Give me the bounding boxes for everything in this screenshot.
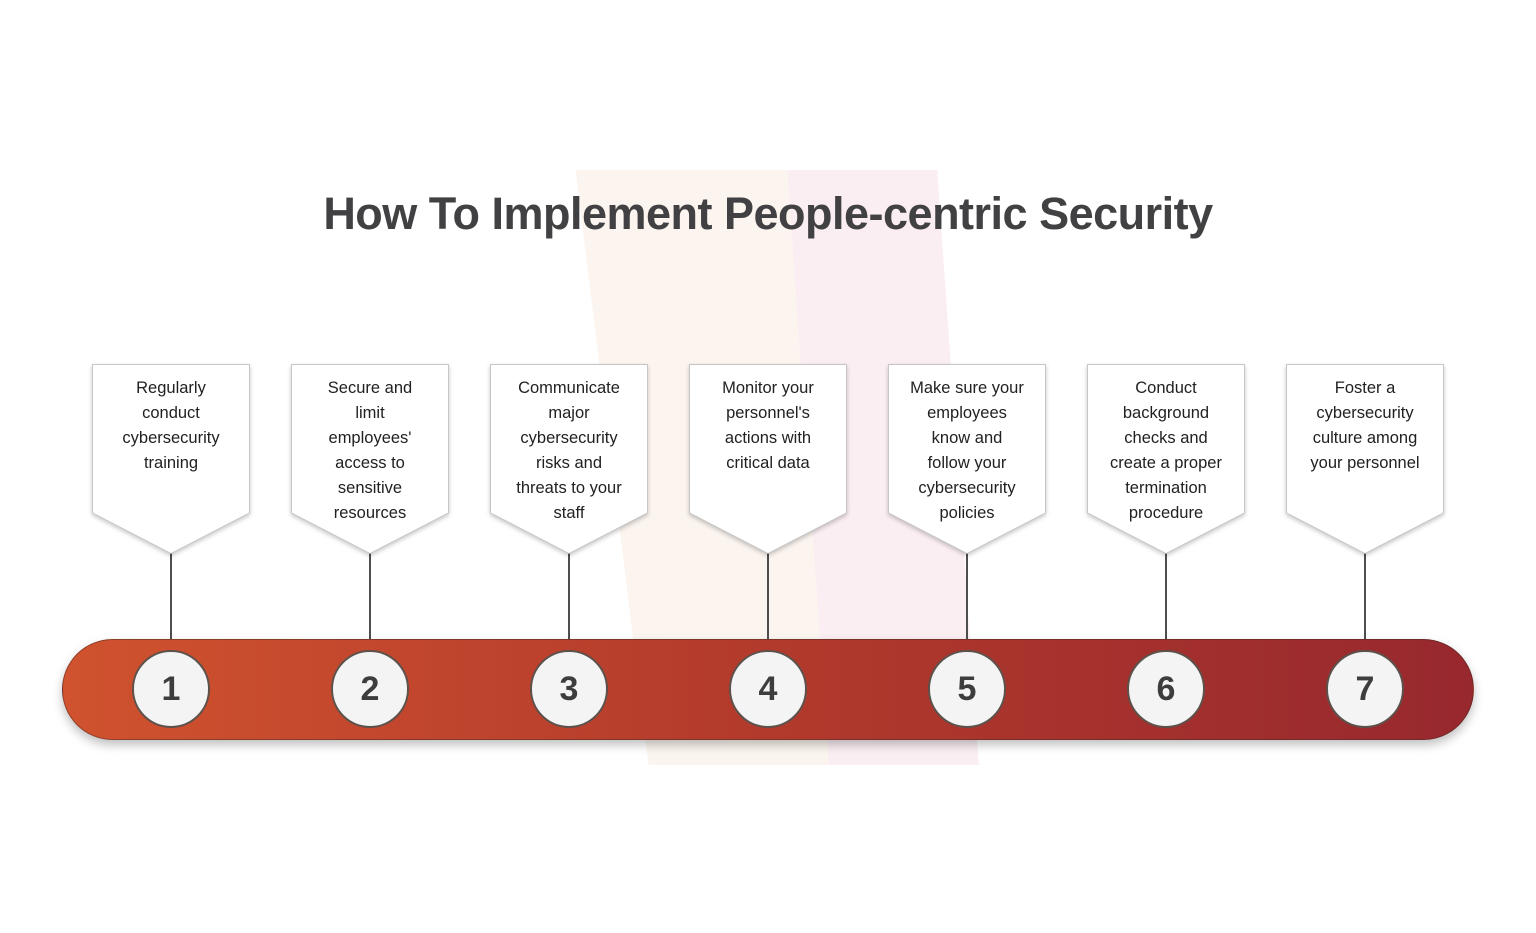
step-number-circle: 5	[928, 650, 1006, 728]
step-number: 1	[161, 669, 181, 708]
step-item: Regularly conduct cybersecurity training…	[92, 364, 250, 740]
step-label: Foster a cybersecurity culture among you…	[1310, 379, 1420, 472]
step-item: Foster a cybersecurity culture among you…	[1286, 364, 1444, 740]
step-item: Monitor your personnel's actions with cr…	[689, 364, 847, 740]
step-label: Regularly conduct cybersecurity training	[122, 379, 220, 472]
step-banner: Conduct background checks and create a p…	[1087, 364, 1245, 554]
step-number-circle: 3	[530, 650, 608, 728]
step-number-circle: 1	[132, 650, 210, 728]
step-banner: Monitor your personnel's actions with cr…	[689, 364, 847, 554]
step-number: 4	[758, 669, 778, 708]
connector-line	[767, 550, 769, 645]
banner-fill: Foster a cybersecurity culture among you…	[1287, 365, 1443, 553]
step-number-circle: 7	[1326, 650, 1404, 728]
step-number-circle: 4	[729, 650, 807, 728]
step-label: Secure and limit employees' access to se…	[327, 379, 413, 522]
connector-line	[568, 550, 570, 645]
step-banner: Make sure your employees know and follow…	[888, 364, 1046, 554]
connector-line	[966, 550, 968, 645]
step-number: 5	[957, 669, 977, 708]
page-title: How To Implement People-centric Security	[323, 188, 1213, 239]
connector-line	[170, 550, 172, 645]
step-item: Make sure your employees know and follow…	[888, 364, 1046, 740]
step-banner: Foster a cybersecurity culture among you…	[1286, 364, 1444, 554]
step-item: Conduct background checks and create a p…	[1087, 364, 1245, 740]
banner-fill: Secure and limit employees' access to se…	[292, 365, 448, 553]
connector-line	[1364, 550, 1366, 645]
banner-fill: Conduct background checks and create a p…	[1088, 365, 1244, 553]
step-label: Make sure your employees know and follow…	[910, 379, 1024, 522]
connector-line	[1165, 550, 1167, 645]
step-number: 6	[1156, 669, 1176, 708]
step-item: Communicate major cybersecurity risks an…	[490, 364, 648, 740]
step-banner: Regularly conduct cybersecurity training	[92, 364, 250, 554]
step-label: Conduct background checks and create a p…	[1110, 379, 1222, 522]
step-number: 2	[360, 669, 380, 708]
step-item: Secure and limit employees' access to se…	[291, 364, 449, 740]
step-label: Monitor your personnel's actions with cr…	[722, 379, 814, 472]
step-banner: Secure and limit employees' access to se…	[291, 364, 449, 554]
step-label: Communicate major cybersecurity risks an…	[516, 379, 622, 522]
step-number: 7	[1355, 669, 1375, 708]
step-number-circle: 6	[1127, 650, 1205, 728]
banner-fill: Regularly conduct cybersecurity training	[93, 365, 249, 553]
connector-line	[369, 550, 371, 645]
step-number: 3	[559, 669, 579, 708]
step-number-circle: 2	[331, 650, 409, 728]
step-banner: Communicate major cybersecurity risks an…	[490, 364, 648, 554]
